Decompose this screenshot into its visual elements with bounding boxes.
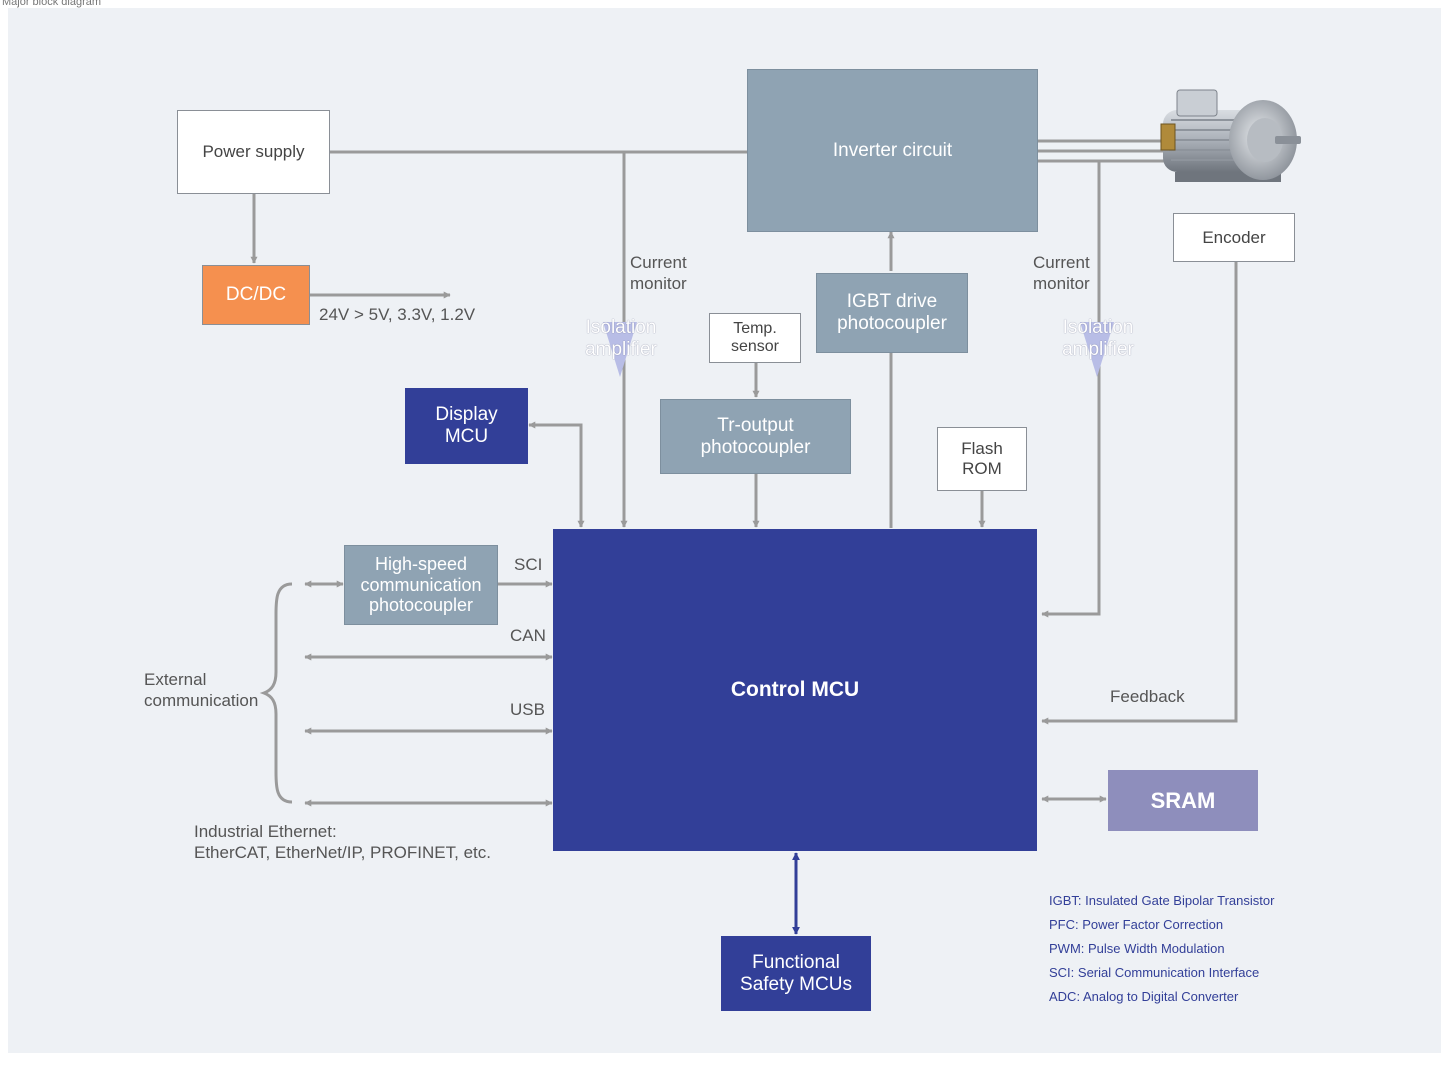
control-mcu-block: Control MCU [553,529,1037,851]
tr-output-photocoupler-block: Tr-output photocoupler [660,399,851,474]
legend-item: PFC: Power Factor Correction [1049,917,1224,932]
high-speed-photocoupler-block: High-speed communication photocoupler [344,545,498,625]
inverter-circuit-label: Inverter circuit [832,139,953,161]
display-mcu-arrow [528,421,585,528]
feedback-label: Feedback [1110,687,1185,706]
flash-line-1: Flash [961,439,1003,459]
legend-item: ADC: Analog to Digital Converter [1049,989,1239,1004]
current-monitor-right-label: Current monitor [1033,253,1090,294]
temp-line-1: Temp. [733,319,777,337]
isolation-right-line-1: Isolation [1062,317,1134,338]
hsc-line-3: photocoupler [368,595,474,616]
igbt-line-2: photocoupler [837,313,947,334]
fs-line-1: Functional [752,951,840,973]
display-line-1: Display [435,404,498,426]
legend-item: IGBT: Insulated Gate Bipolar Transistor [1049,893,1275,908]
can-label: CAN [510,626,546,645]
hsc-line-2: communication [360,574,482,595]
igbt-line-1: IGBT drive [846,291,938,313]
current-monitor-right-arrow [1041,161,1101,618]
tr-line-2: photocoupler [700,436,811,458]
isolation-amplifier-left-label: Isolation amplifier [579,317,663,361]
industrial-ethernet-label: Industrial Ethernet: EtherCAT, EtherNet/… [194,822,491,863]
dcdc-block: DC/DC [202,265,310,325]
encoder-label: Encoder [1202,227,1266,247]
display-mcu-block: Display MCU [405,388,528,464]
external-line-1: External [144,670,207,689]
flash-line-2: ROM [962,459,1002,478]
power-supply-label: Power supply [202,142,305,162]
abbreviation-legend: IGBT: Insulated Gate Bipolar Transistor … [1049,889,1274,1009]
isolation-amplifier-right-triangle [1080,322,1114,377]
power-supply-block: Power supply [177,110,330,194]
sram-block: SRAM [1108,770,1258,831]
external-communication-label: External communication [144,670,258,711]
functional-safety-mcus-block: Functional Safety MCUs [721,936,871,1011]
dcdc-output-label: 24V > 5V, 3.3V, 1.2V [319,305,476,324]
encoder-block: Encoder [1173,213,1295,262]
current-monitor-right-line-1: Current [1033,253,1090,272]
hsc-line-1: High-speed [374,553,468,574]
temp-sensor-block: Temp. sensor [709,313,801,363]
ethernet-line-2: EtherCAT, EtherNet/IP, PROFINET, etc. [194,842,491,862]
current-monitor-left-line-2: monitor [630,273,687,293]
isolation-amplifier-right-label: Isolation amplifier [1056,317,1140,361]
legend-item: SCI: Serial Communication Interface [1049,965,1260,980]
legend-item: PWM: Pulse Width Modulation [1049,941,1225,956]
sci-label: SCI [514,555,543,574]
display-line-2: MCU [444,426,489,447]
temp-line-2: sensor [730,338,780,355]
isolation-left-line-2: amplifier [585,338,657,360]
fs-line-2: Safety MCUs [740,973,852,995]
isolation-amplifier-left-triangle [603,322,637,377]
current-monitor-left-label: Current monitor [630,253,687,294]
tr-line-1: Tr-output [717,414,794,436]
inverter-circuit-block: Inverter circuit [747,69,1038,232]
feedback-arrow [1041,261,1238,725]
external-brace [259,582,293,804]
dcdc-label: DC/DC [225,284,287,306]
current-monitor-right-line-2: monitor [1033,273,1090,293]
current-monitor-left-line-1: Current [630,253,687,272]
ethernet-line-1: Industrial Ethernet: [194,822,337,841]
isolation-left-line-1: Isolation [585,317,657,338]
flash-rom-block: Flash ROM [937,427,1027,491]
electric-motor-icon [1160,89,1301,182]
isolation-right-line-2: amplifier [1062,338,1134,360]
igbt-drive-photocoupler-block: IGBT drive photocoupler [816,273,968,353]
control-mcu-label: Control MCU [730,677,860,701]
figure-caption: Major block diagram [2,0,102,8]
usb-label: USB [510,700,545,719]
sram-label: SRAM [1150,787,1216,813]
external-line-2: communication [144,690,259,710]
